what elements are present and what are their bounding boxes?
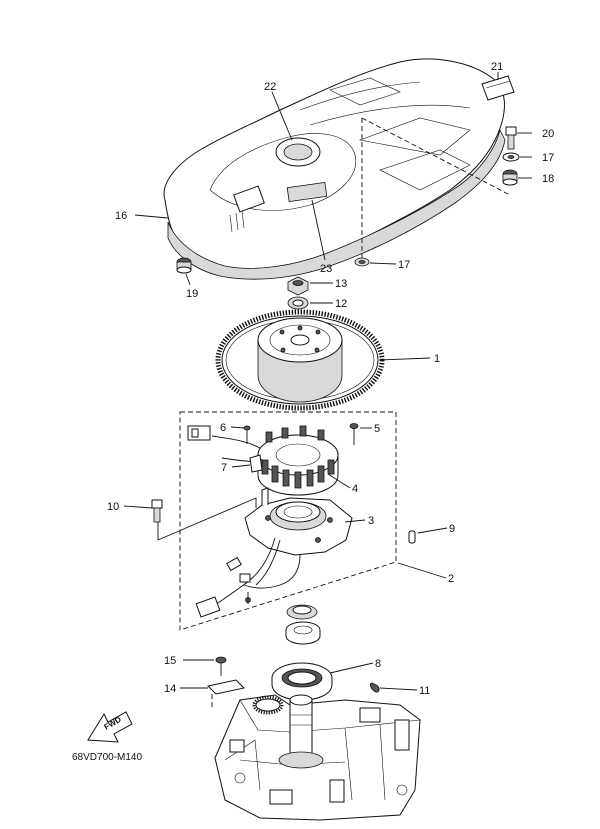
bolt-20 xyxy=(505,126,517,150)
stator-coil xyxy=(257,425,339,496)
callout-7: 7 xyxy=(221,462,227,474)
callout-2: 2 xyxy=(448,573,454,585)
callout-19: 19 xyxy=(186,288,198,300)
callout-numbers: 1 2 3 4 5 6 7 8 9 10 11 12 13 14 15 16 1… xyxy=(107,61,554,697)
callout-5: 5 xyxy=(374,423,380,435)
clamp-7 xyxy=(249,454,263,473)
callout-10: 10 xyxy=(107,501,119,513)
callout-12: 12 xyxy=(335,298,347,310)
washer-12 xyxy=(287,296,309,310)
callout-3: 3 xyxy=(368,515,374,527)
callout-20: 20 xyxy=(542,128,554,140)
callout-4: 4 xyxy=(352,483,358,495)
grommet-18 xyxy=(502,169,518,186)
callout-23: 23 xyxy=(320,263,332,275)
stator-poles xyxy=(261,425,335,489)
callout-21: 21 xyxy=(491,61,503,73)
assembly-2-boundary xyxy=(179,411,397,631)
callout-14: 14 xyxy=(164,683,176,695)
clip-14 xyxy=(206,679,246,710)
label-21 xyxy=(481,75,515,101)
pin-9 xyxy=(408,530,416,544)
bolt-10 xyxy=(151,499,163,523)
callout-13: 13 xyxy=(335,278,347,290)
callout-8: 8 xyxy=(375,658,381,670)
callout-22: 22 xyxy=(264,81,276,93)
nut-13 xyxy=(287,276,309,296)
base-plate xyxy=(244,487,353,556)
washer-17-top xyxy=(502,152,520,162)
collar xyxy=(285,621,321,645)
engine-block xyxy=(214,694,421,821)
wiring-harness xyxy=(195,537,301,618)
callout-9: 9 xyxy=(449,523,455,535)
washer-17-bottom xyxy=(354,257,370,267)
diagram-code: 68VD700-M140 xyxy=(72,752,142,763)
callout-17-top: 17 xyxy=(542,152,554,164)
rotor-pulser xyxy=(271,662,333,701)
callout-16: 16 xyxy=(115,210,127,222)
fwd-direction-arrow: FWD xyxy=(87,711,133,743)
screw-6 xyxy=(243,425,251,444)
upper-rotor-part xyxy=(286,604,318,620)
flywheel xyxy=(215,309,385,411)
grommet-19 xyxy=(176,257,192,274)
flywheel-cover xyxy=(163,58,511,280)
key-11 xyxy=(370,682,380,693)
callout-18: 18 xyxy=(542,173,554,185)
callout-11: 11 xyxy=(419,685,430,697)
screw-15 xyxy=(215,656,227,676)
callout-15: 15 xyxy=(164,655,176,667)
screw-5 xyxy=(349,423,359,445)
callout-17-bottom: 17 xyxy=(398,259,410,271)
callout-6: 6 xyxy=(220,422,226,434)
callout-1: 1 xyxy=(434,353,440,365)
leader-lines xyxy=(123,72,532,691)
